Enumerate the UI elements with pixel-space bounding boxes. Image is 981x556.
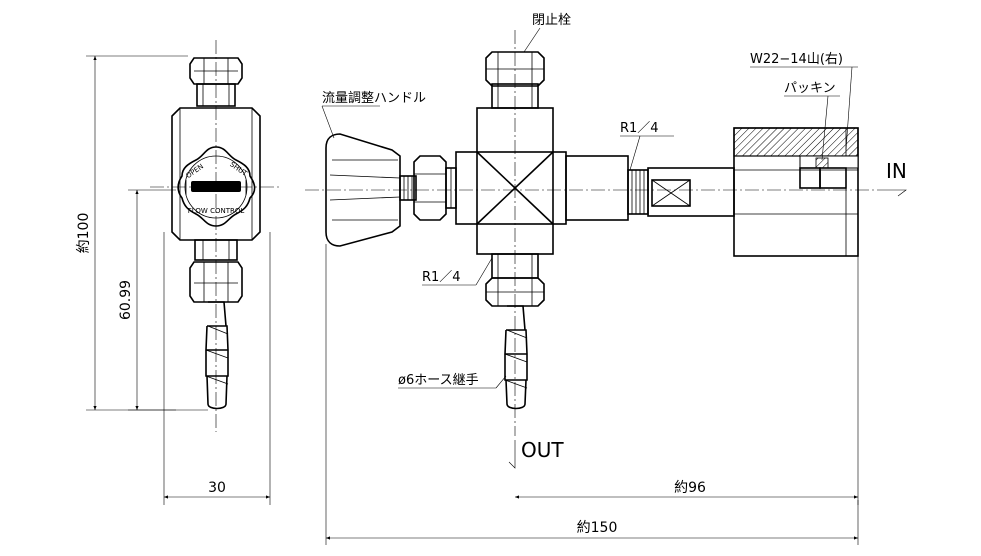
label-thread-bottom: R1／4 <box>422 257 493 286</box>
shutoff-plug-label: 閉止栓 <box>532 13 571 28</box>
dimension-height-outlet: 60.99 <box>118 189 176 411</box>
side-view: OPEN SHUT Crown FLOW CONTROL <box>150 40 282 432</box>
dim-height-outlet: 60.99 <box>118 280 134 320</box>
dimension-length-total: 約150 <box>325 244 859 545</box>
label-hose-fitting: ø6ホース継手 <box>398 373 507 389</box>
dimension-height-total: 約100 <box>76 55 208 411</box>
knob-brand-label: Crown <box>202 183 231 192</box>
inlet-label: IN <box>886 159 907 183</box>
outlet-marker: OUT <box>508 438 564 469</box>
knob-shut-label: SHUT <box>228 160 249 178</box>
label-packing: パッキン <box>784 81 840 161</box>
dim-width-side: 30 <box>208 480 226 496</box>
thread-top-label: R1／4 <box>620 121 659 136</box>
label-flow-handle: 流量調整ハンドル <box>321 91 426 139</box>
thread-bottom-label: R1／4 <box>422 270 461 285</box>
outlet-label: OUT <box>521 438 564 462</box>
dimension-outlet-to-inlet: 約96 <box>515 256 859 505</box>
dimension-width-side: 30 <box>163 232 271 505</box>
packing-label: パッキン <box>784 81 836 96</box>
coupling-thread-label: W22−14山(右) <box>750 52 843 67</box>
front-view <box>305 30 880 436</box>
inlet-marker: IN <box>880 159 907 197</box>
dim-height-total: 約100 <box>76 213 92 254</box>
dim-length-total: 約150 <box>577 520 618 536</box>
label-shutoff-plug: 閉止栓 <box>523 13 571 53</box>
dim-outlet-to-inlet: 約96 <box>674 480 706 496</box>
label-thread-top: R1／4 <box>620 121 674 171</box>
flow-handle-label: 流量調整ハンドル <box>322 91 426 106</box>
hose-fitting-label: ø6ホース継手 <box>398 373 479 388</box>
label-coupling-thread: W22−14山(右) <box>750 52 858 151</box>
